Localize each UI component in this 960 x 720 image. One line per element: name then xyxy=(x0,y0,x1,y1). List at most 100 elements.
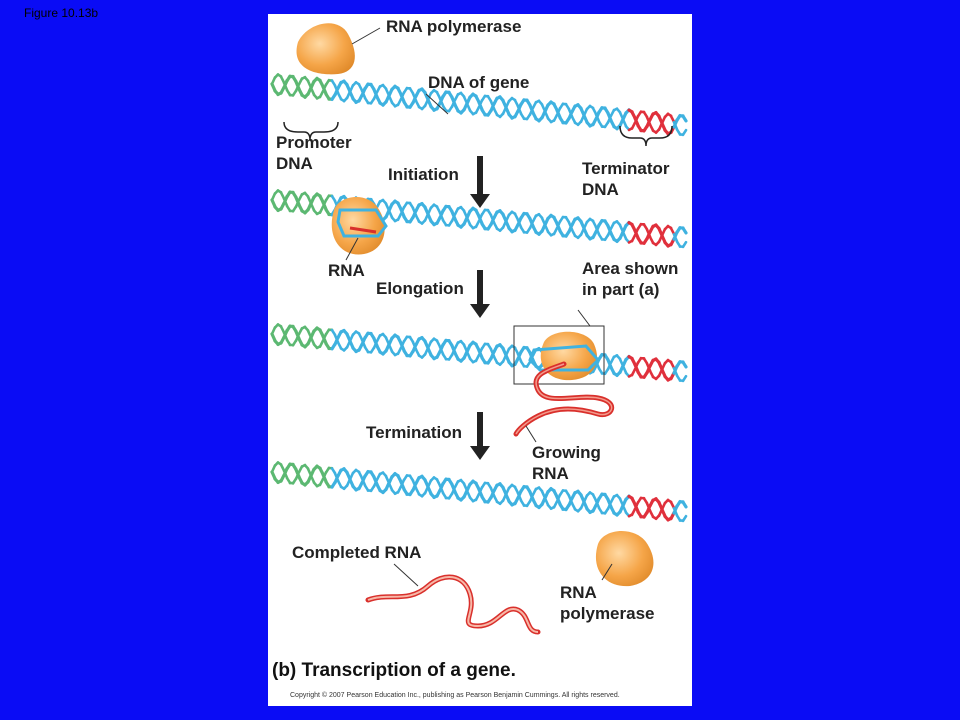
dna-strand-segment xyxy=(489,214,496,224)
dna-strand-segment xyxy=(279,463,286,472)
dna-strand-segment xyxy=(669,360,676,370)
dna-strand-segment xyxy=(516,491,523,502)
label-growing-rna: RNA xyxy=(532,464,569,483)
dna-strand-segment xyxy=(591,219,598,229)
dna-strand-segment xyxy=(414,348,421,357)
terminator-brace xyxy=(619,125,673,147)
transcription-diagram xyxy=(270,23,688,635)
dna-strand-segment xyxy=(513,346,520,356)
dna-strand-segment xyxy=(306,329,313,339)
copyright-notice: Copyright © 2007 Pearson Education Inc.,… xyxy=(290,692,620,699)
dna-helix-1 xyxy=(270,73,688,137)
dna-strand-segment xyxy=(414,214,421,223)
dna-strand-segment xyxy=(435,205,442,214)
leader-rna-polymerase xyxy=(351,27,381,45)
dna-strand-segment xyxy=(681,500,688,509)
dna-strand-segment xyxy=(591,106,598,116)
dna-strand-segment xyxy=(357,470,364,480)
dna-strand-segment xyxy=(279,75,286,84)
dna-strand-segment xyxy=(645,362,652,372)
dna-strand-segment xyxy=(543,110,550,120)
label-area-shown: Area shown xyxy=(582,259,679,278)
dna-strand-segment xyxy=(513,99,520,108)
dna-strand-segment xyxy=(462,482,469,492)
dna-strand-segment xyxy=(465,350,472,360)
dna-strand-segment xyxy=(492,221,499,230)
growing-rna-highlight xyxy=(515,363,613,435)
dna-strand-segment xyxy=(669,500,676,510)
arrow-elongation xyxy=(470,270,490,318)
dna-strand-segment xyxy=(681,128,688,137)
dna-strand-segment xyxy=(333,333,340,344)
dna-strand-segment xyxy=(681,514,688,523)
rna-polymerase-blob-top xyxy=(296,23,355,75)
dna-strand-segment xyxy=(567,108,574,118)
label-in-part-a: in part (a) xyxy=(582,280,660,299)
dna-strand-segment xyxy=(282,197,289,208)
dna-strand-segment xyxy=(567,221,574,231)
dna-strand-segment xyxy=(570,228,577,237)
dna-strand-segment xyxy=(645,228,652,238)
dna-strand-segment xyxy=(357,332,364,341)
dna-strand-segment xyxy=(672,233,679,243)
rna-polymerase-blob-bottom xyxy=(595,530,654,587)
dna-strand-segment xyxy=(681,240,688,249)
dna-strand-segment xyxy=(279,325,286,334)
dna-strand-segment xyxy=(594,499,601,510)
dna-strand-segment xyxy=(306,79,313,89)
dna-strand-segment xyxy=(618,223,625,234)
dna-strand-segment xyxy=(645,502,652,512)
dna-strand-segment xyxy=(648,509,655,518)
dna-strand-segment xyxy=(543,496,550,507)
figure-label: Figure 10.13b xyxy=(24,6,99,20)
dna-strand-segment xyxy=(621,118,628,128)
dna-strand-segment xyxy=(540,103,547,113)
label-promoter: Promoter xyxy=(276,133,352,152)
dna-strand-segment xyxy=(489,348,496,358)
leader-dna-of-gene xyxy=(425,93,449,115)
dna-strand-segment xyxy=(648,235,655,245)
dna-strand-segment xyxy=(540,216,547,226)
label-terminator: Terminator xyxy=(582,159,670,178)
dna-helix-4 xyxy=(270,461,688,523)
dna-strand-segment xyxy=(435,478,442,487)
dna-strand-segment xyxy=(621,504,628,514)
dna-strand-segment xyxy=(462,95,469,105)
dna-strand-segment xyxy=(360,476,367,487)
label-terminator-dna: DNA xyxy=(582,180,619,199)
leader-growing-rna xyxy=(525,425,537,443)
rna-polymerase-blob-elongation xyxy=(540,331,598,381)
dna-strand-segment xyxy=(414,486,421,496)
dna-strand-segment xyxy=(489,100,496,110)
dna-strand-segment xyxy=(309,86,316,96)
dna-strand-segment xyxy=(681,374,688,383)
dna-strand-segment xyxy=(462,343,469,353)
dna-strand-segment xyxy=(282,331,289,342)
dna-strand-segment xyxy=(513,485,520,495)
dna-strand-segment xyxy=(669,114,676,124)
open-bubble-initiation xyxy=(336,208,388,238)
label-promoter-dna: DNA xyxy=(276,154,313,173)
dna-strand-segment xyxy=(570,115,577,124)
dna-strand-segment xyxy=(438,484,445,495)
dna-strand-segment xyxy=(306,195,313,205)
dna-helix-3 xyxy=(270,323,688,383)
dna-strand-segment xyxy=(516,218,523,229)
dna-strand-segment xyxy=(594,225,601,236)
dna-strand-segment xyxy=(435,91,442,100)
dna-strand-segment xyxy=(360,338,367,349)
dna-strand-segment xyxy=(489,487,496,497)
dna-strand-segment xyxy=(567,494,574,505)
dna-strand-segment xyxy=(435,339,442,348)
dna-strand-segment xyxy=(309,474,316,484)
label-polymerase-bottom: polymerase xyxy=(560,604,655,623)
leader-completed-rna xyxy=(393,563,419,587)
open-bubble-elongation xyxy=(528,344,601,372)
dna-strand-segment xyxy=(621,230,628,240)
dna-strand-segment xyxy=(387,209,394,219)
dna-strand-segment xyxy=(618,111,625,121)
dna-strand-segment xyxy=(282,81,289,92)
dna-strand-segment xyxy=(465,102,472,112)
step-initiation: Initiation xyxy=(388,165,459,184)
dna-strand-segment xyxy=(516,105,523,115)
